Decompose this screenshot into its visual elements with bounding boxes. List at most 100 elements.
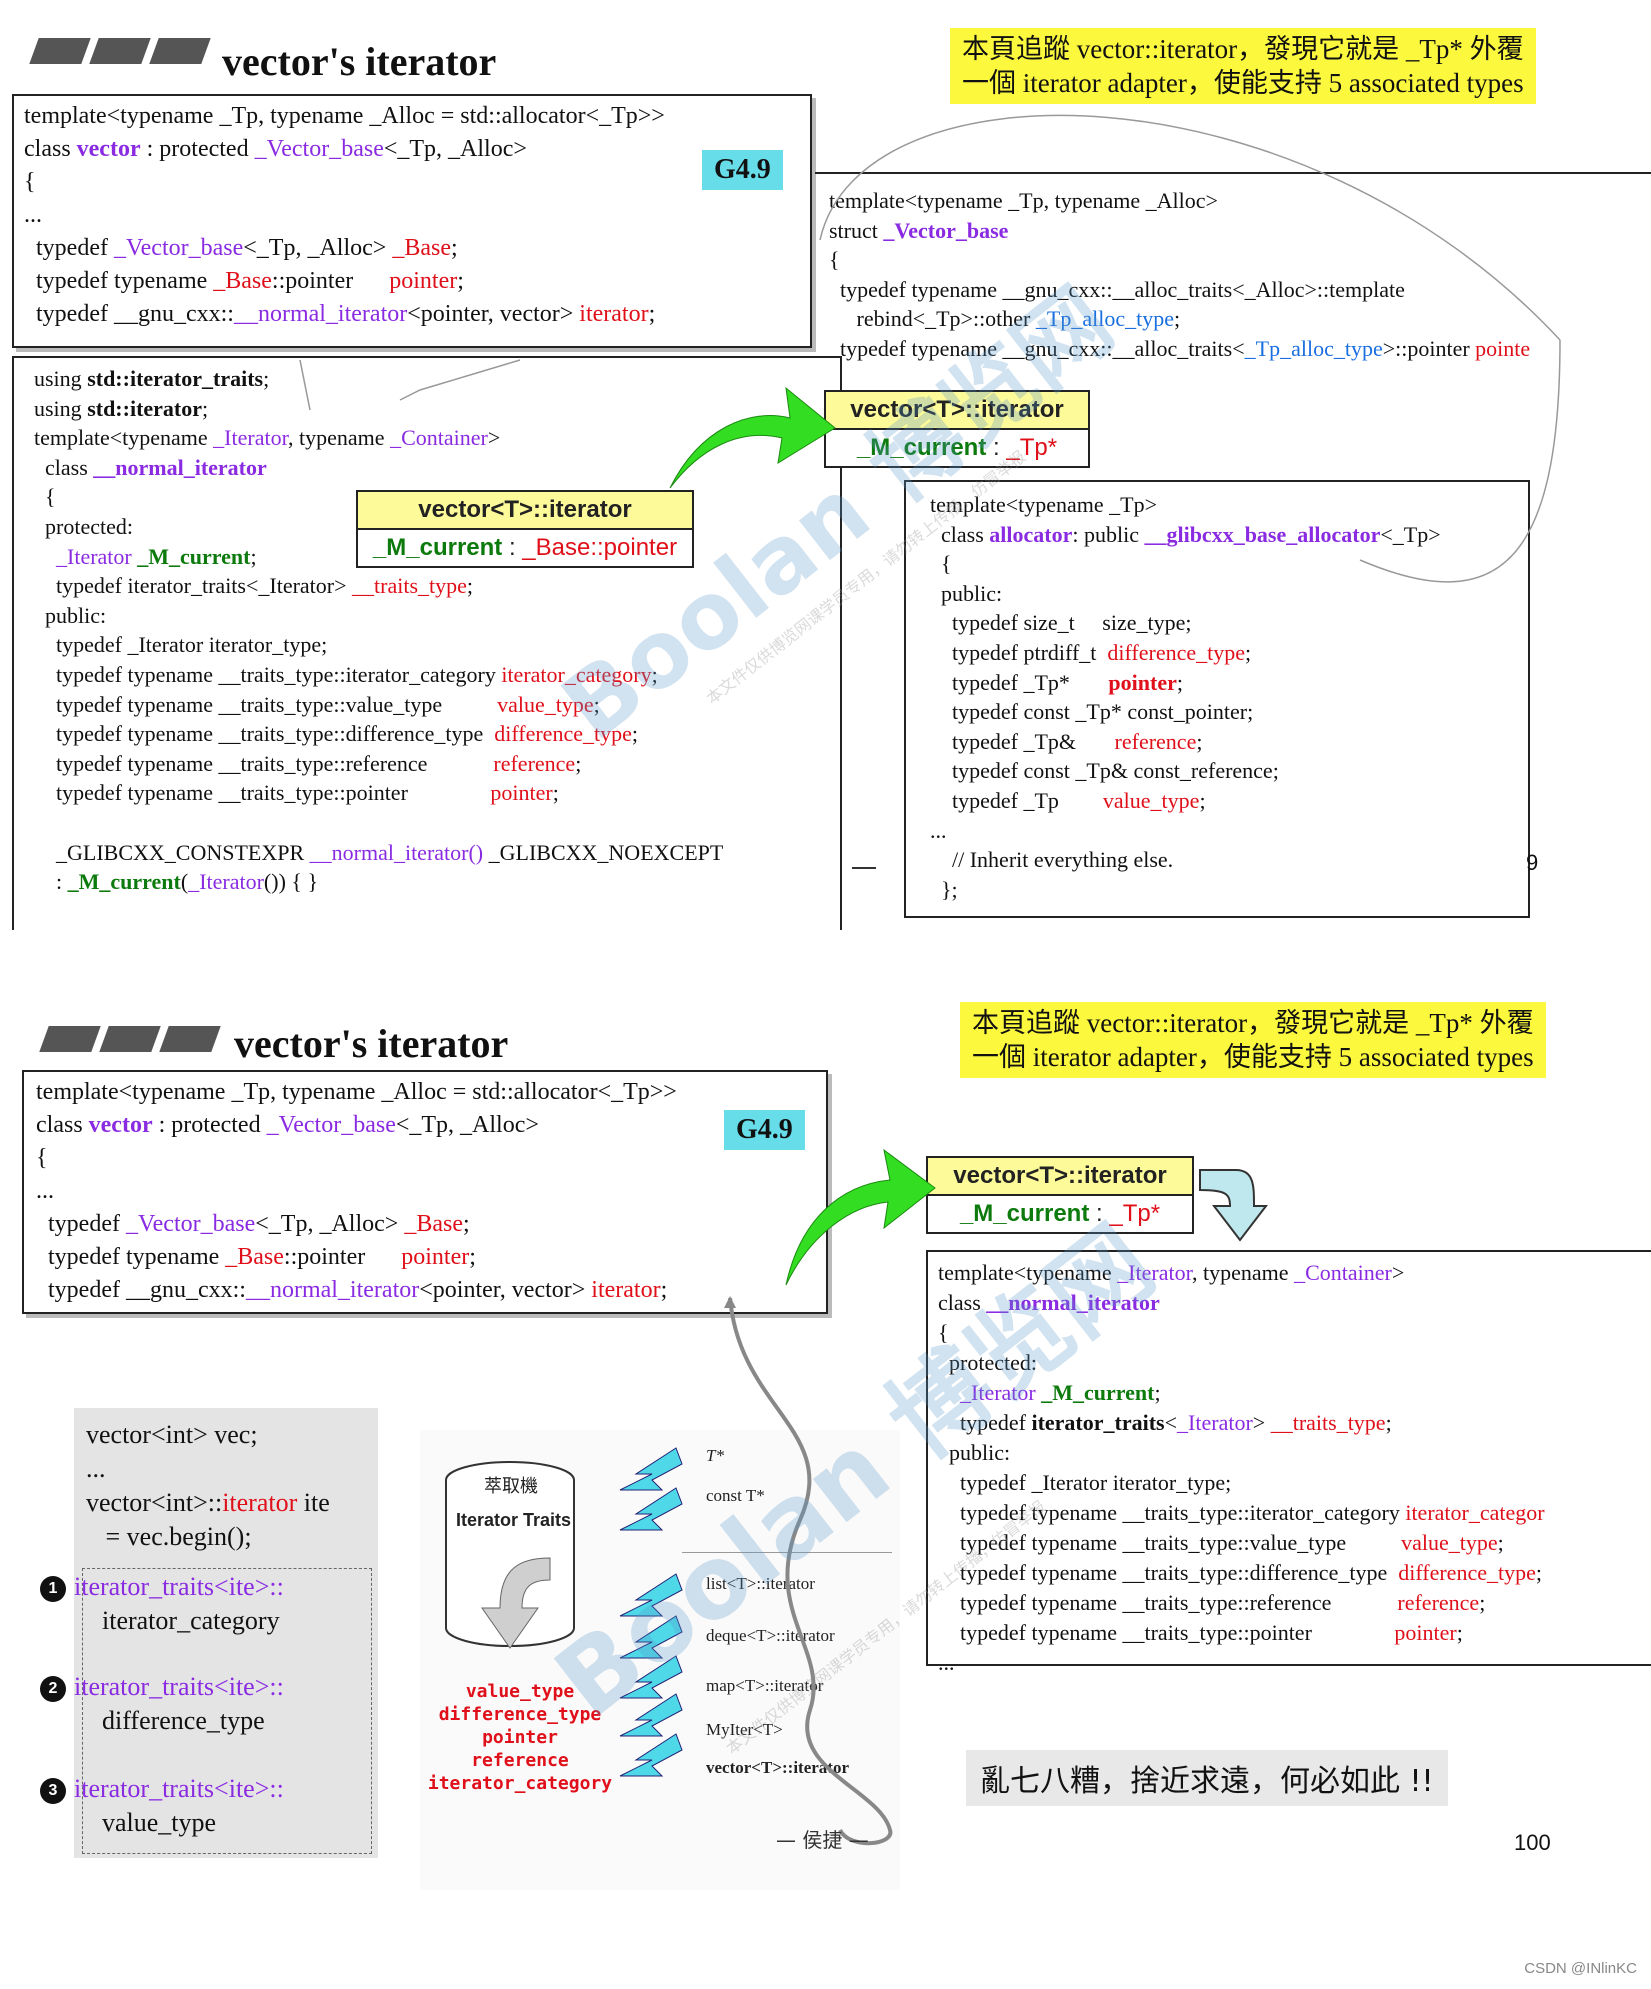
- code-line: typedef typename __traits_type::iterator…: [34, 661, 658, 687]
- connector-curves: [299, 114, 1561, 869]
- number-badge: 1: [40, 1576, 66, 1603]
- code-line: = vec.begin();: [86, 1522, 252, 1551]
- code-line: typedef typename __traits_type::iterator…: [938, 1500, 1545, 1525]
- page-number: 100: [1514, 1830, 1551, 1855]
- code-line: typedef _Vector_base<_Tp, _Alloc> _Base;: [24, 235, 458, 261]
- code-line: ...: [36, 1178, 54, 1204]
- iterator-box-header: vector<T>::iterator: [358, 492, 692, 530]
- code-line: typedef typename __traits_type::pointer …: [938, 1620, 1463, 1645]
- code-line: typedef ptrdiff_t difference_type;: [930, 639, 1252, 665]
- version-badge: G4.9: [702, 150, 783, 190]
- traits-divider: [682, 1552, 892, 1553]
- code-line: typedef _Iterator iterator_type;: [938, 1470, 1232, 1495]
- note-line-2: 一個 iterator adapter，使能支持 5 associated ty…: [972, 1042, 1534, 1072]
- traits-output: iterator_category: [427, 1773, 613, 1794]
- note-line-1: 本頁追蹤 vector::iterator，發現它就是 _Tp* 外覆: [962, 34, 1524, 64]
- code-line: typedef typename __traits_type::pointer …: [34, 780, 559, 806]
- normal-iterator-code: using std::iterator_traits;using std::it…: [34, 364, 723, 897]
- note-box: 本頁追蹤 vector::iterator，發現它就是 _Tp* 外覆 一個 i…: [960, 1002, 1546, 1078]
- iterator-box-tp-pointer: vector<T>::iterator _M_current : _Tp*: [824, 390, 1090, 468]
- traits-outputs: value_type difference_type pointer refer…: [420, 1680, 620, 1795]
- code-line: typedef typename __traits_type::value_ty…: [938, 1530, 1504, 1555]
- code-line: typedef _Tp* pointer;: [930, 669, 1183, 695]
- code-line: public:: [938, 1440, 1011, 1465]
- iterator-box-header: vector<T>::iterator: [928, 1158, 1192, 1196]
- normal-iterator-box: template<typename _Iterator, typename _C…: [926, 1250, 1651, 1675]
- code-line: };: [930, 876, 958, 902]
- cyan-input-arrows: [619, 1447, 683, 1777]
- code-line: template<typename _Tp, typename _Alloc =…: [24, 103, 665, 129]
- traits-output: reference: [471, 1750, 569, 1771]
- field-name: _M_current: [959, 1200, 1090, 1227]
- usage-items-border: [82, 1568, 372, 1854]
- iterator-box-tp-pointer: vector<T>::iterator _M_current : _Tp*: [926, 1156, 1194, 1234]
- field-type: _Tp*: [1006, 434, 1058, 461]
- vector-base-code: template<typename _Tp, typename _Alloc>s…: [829, 186, 1530, 364]
- vector-class-box: template<typename _Tp, typename _Alloc =…: [12, 94, 812, 348]
- iterator-box-header: vector<T>::iterator: [826, 392, 1088, 430]
- code-line: vector<int>::iterator ite: [86, 1488, 330, 1517]
- code-line: class vector : protected _Vector_base<_T…: [36, 1112, 539, 1138]
- slide-2: vector's iterator 本頁追蹤 vector::iterator，…: [0, 980, 1651, 1910]
- code-line: _Iterator _M_current;: [960, 1380, 1161, 1405]
- traits-output: pointer: [482, 1727, 558, 1748]
- iterator-box-body: _M_current : _Tp*: [959, 1200, 1161, 1227]
- code-line: {: [930, 551, 952, 577]
- code-line: typedef _Tp& reference;: [930, 728, 1203, 754]
- code-line: ...: [86, 1454, 106, 1483]
- traits-diagram: 萃取機 Iterator Traits value_type differenc…: [420, 1430, 900, 1890]
- code-line: using std::iterator;: [34, 395, 209, 421]
- field-name: _M_current: [856, 434, 987, 461]
- code-line: typedef typename _Base::pointer pointer;: [36, 1244, 476, 1270]
- normal-iterator-code: template<typename _Iterator, typename _C…: [938, 1258, 1545, 1678]
- code-line: typedef _Iterator iterator_type;: [34, 632, 328, 658]
- code-line: ...: [930, 817, 947, 843]
- code-line: template<typename _Tp, typename _Alloc>: [829, 188, 1218, 213]
- code-line: typedef typename __traits_type::differen…: [34, 721, 638, 747]
- code-line: template<typename _Tp>: [930, 492, 1158, 517]
- code-line: class vector : protected _Vector_base<_T…: [24, 136, 527, 162]
- code-line: typedef typename __traits_type::differen…: [938, 1560, 1542, 1585]
- code-line: {: [36, 1145, 48, 1171]
- code-line: template<typename _Tp, typename _Alloc =…: [36, 1079, 677, 1105]
- code-line: {: [34, 484, 56, 510]
- code-line: typedef typename __traits_type::referenc…: [938, 1590, 1486, 1615]
- usage-item-text: iterator_traits<ite>::: [74, 1572, 284, 1601]
- code-line: typedef _Vector_base<_Tp, _Alloc> _Base;: [36, 1211, 470, 1237]
- code-line: template<typename _Iterator, typename _C…: [938, 1260, 1405, 1285]
- cyan-down-arrow: [1199, 1169, 1269, 1242]
- traits-input: vector<T>::iterator: [706, 1758, 850, 1777]
- version-badge: G4.9: [724, 1110, 805, 1150]
- field-type: _Tp*: [1109, 1200, 1161, 1227]
- field-type: _Base::pointer: [522, 534, 678, 561]
- usage-item-type: difference_type: [102, 1706, 265, 1735]
- slide-title: vector's iterator: [222, 39, 497, 84]
- code-line: typedef const _Tp* const_pointer;: [930, 699, 1254, 725]
- slide-1: vector's iterator 本頁追蹤 vector::iterator，…: [0, 0, 1651, 930]
- usage-code: vector<int> vec;...vector<int>::iterator…: [86, 1418, 330, 1554]
- code-line: rebind<_Tp>::other _Tp_alloc_type;: [829, 306, 1181, 332]
- traits-input: T*: [706, 1446, 724, 1465]
- code-line: template<typename _Iterator, typename _C…: [34, 425, 501, 451]
- code-line: _Iterator _M_current;: [56, 543, 257, 569]
- slide-title: vector's iterator: [234, 1021, 509, 1066]
- code-line: {: [938, 1320, 949, 1345]
- code-line: typedef typename _Base::pointer pointer;: [24, 268, 464, 294]
- field-name: _M_current: [372, 534, 503, 561]
- code-line: ...: [938, 1650, 955, 1675]
- code-line: // Inherit everything else.: [930, 847, 1174, 873]
- usage-item-line: 1 iterator_traits<ite>::: [40, 1570, 284, 1604]
- code-line: _GLIBCXX_CONSTEXPR __normal_iterator() _…: [34, 839, 724, 865]
- allocator-box: template<typename _Tp> class allocator: …: [904, 480, 1530, 918]
- normal-iterator-box: using std::iterator_traits;using std::it…: [12, 356, 842, 930]
- code-line: struct _Vector_base: [829, 217, 1009, 243]
- code-line: typedef typename __traits_type::referenc…: [34, 750, 582, 776]
- iterator-box-base-pointer: vector<T>::iterator _M_current : _Base::…: [356, 490, 694, 568]
- comment-blurb: 亂七八糟，捨近求遠，何必如此 !!: [966, 1750, 1448, 1806]
- traits-cylinder: [445, 1461, 575, 1649]
- usage-panel: vector<int> vec;...vector<int>::iterator…: [74, 1408, 378, 1858]
- code-line: protected:: [34, 513, 133, 539]
- iterator-box-body: _M_current : _Base::pointer: [372, 534, 678, 561]
